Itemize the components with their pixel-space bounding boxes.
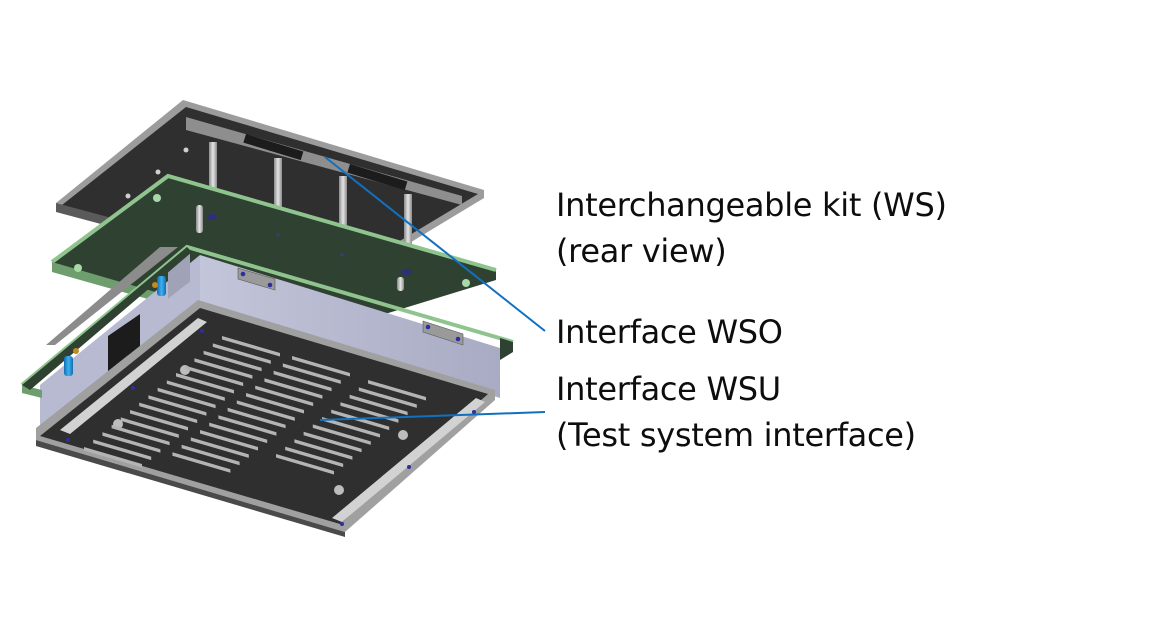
latch xyxy=(108,314,140,374)
vent-slot xyxy=(292,356,350,377)
hinge-bracket xyxy=(237,267,276,291)
guide-pin xyxy=(196,205,203,233)
vent-slot xyxy=(212,343,271,364)
connector-slot xyxy=(243,134,304,161)
wso-pcb-edge xyxy=(50,173,497,272)
hinge-bracket xyxy=(422,320,464,346)
vent-slot xyxy=(190,437,249,458)
side-rail xyxy=(332,398,485,522)
vent-slot xyxy=(120,417,179,438)
vent-slots xyxy=(84,336,426,475)
vent-slot xyxy=(139,402,198,424)
vent-slot xyxy=(157,387,216,409)
vent-slot xyxy=(209,422,268,444)
vent-slot xyxy=(312,424,371,445)
base-plate xyxy=(36,300,495,537)
leader-line-wsu xyxy=(319,411,546,421)
label-interface-wsu-subtitle: (Test system interface) xyxy=(556,416,916,454)
housing xyxy=(40,247,500,432)
standoff-pin xyxy=(274,158,282,210)
wsu-pcb xyxy=(20,244,514,398)
housing-back-frame xyxy=(46,247,178,345)
standoff-pin xyxy=(404,194,412,244)
vent-slot xyxy=(227,407,286,429)
vent-slot xyxy=(255,385,314,407)
vent-slot xyxy=(368,380,426,401)
vent-slot xyxy=(93,439,152,461)
label-interchangeable-kit-title: Interchangeable kit (WS) xyxy=(556,186,947,224)
vent-slot xyxy=(322,417,380,438)
vent-slot xyxy=(264,378,323,399)
capacitor xyxy=(64,356,73,376)
vent-slot xyxy=(181,444,240,466)
vent-slot xyxy=(200,430,258,451)
standoff-pin xyxy=(209,142,217,194)
wsu-pcb-right-strip xyxy=(500,338,513,360)
label-interface-wso-title: Interface WSO xyxy=(556,313,783,351)
vent-slot xyxy=(172,452,231,473)
vent-slot xyxy=(303,431,362,453)
guide-pin xyxy=(397,277,404,291)
vent-slot xyxy=(185,365,244,387)
vent-slot xyxy=(349,394,408,416)
label-interchangeable-kit-subtitle: (rear view) xyxy=(556,232,727,270)
vent-slot xyxy=(331,409,390,431)
label-interchangeable-kit: Interchangeable kit (WS) (rear view) xyxy=(556,182,947,274)
label-plate xyxy=(168,251,190,299)
side-rail xyxy=(60,318,207,434)
wsu-pcb-strip xyxy=(22,247,192,390)
vent-slot xyxy=(166,380,225,401)
leader-line-wso xyxy=(324,156,546,332)
base-plate-bottom-edge xyxy=(36,440,345,537)
vent-slot xyxy=(358,387,417,408)
housing-front-wall xyxy=(200,255,500,398)
label-interface-wso: Interface WSO xyxy=(556,309,783,355)
vent-slot xyxy=(276,454,334,475)
wsu-pcb-side xyxy=(22,385,42,398)
label-interface-wsu: Interface WSU (Test system interface) xyxy=(556,366,916,458)
standoff-pin xyxy=(339,176,347,226)
label-interface-wsu-title: Interface WSU xyxy=(556,370,781,408)
vent-slot xyxy=(194,358,253,379)
vent-slot xyxy=(246,393,304,414)
vent-slot xyxy=(218,415,277,436)
vent-slot xyxy=(102,432,161,453)
vent-slot xyxy=(282,363,341,384)
vent-slot xyxy=(285,446,344,468)
vent-slot xyxy=(148,395,207,416)
vent-slot xyxy=(294,439,353,460)
vent-slot xyxy=(236,400,295,421)
connector-slot xyxy=(347,163,408,191)
capacitor xyxy=(157,276,166,296)
vent-slot xyxy=(203,350,262,372)
vent-slot xyxy=(222,336,280,357)
vent-slot xyxy=(273,370,332,392)
vent-slot xyxy=(130,410,188,431)
vent-slot xyxy=(176,373,234,394)
vent-slot xyxy=(111,424,170,446)
vent-slot xyxy=(84,447,142,468)
